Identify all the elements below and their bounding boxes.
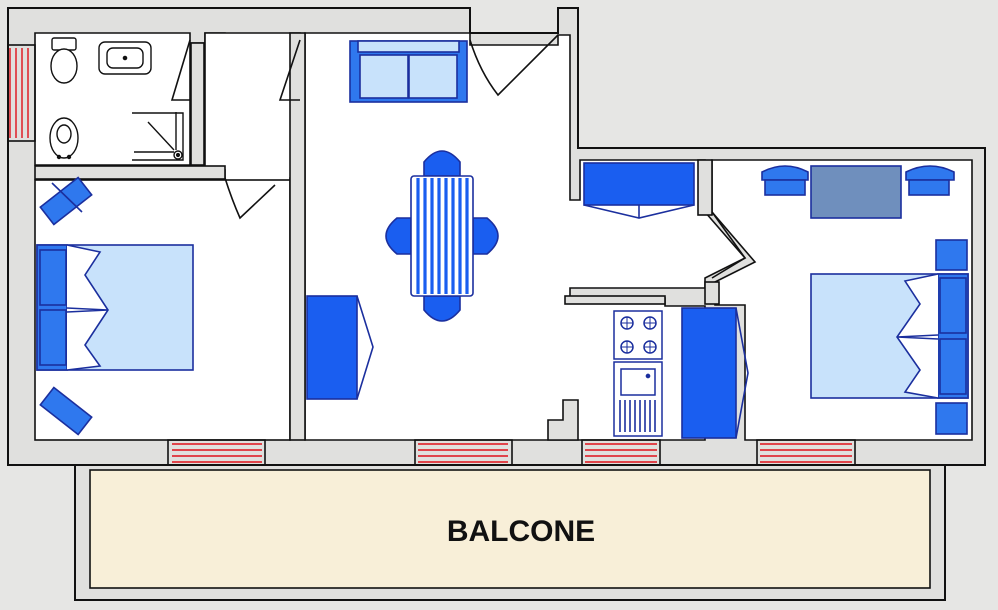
- toilet-icon: [50, 37, 78, 84]
- chair-bottom-icon: [423, 295, 461, 322]
- bed-right-icon: [810, 273, 969, 399]
- window-bathroom: [9, 48, 29, 138]
- chair-right-icon: [472, 217, 499, 255]
- bed-left-icon: [36, 244, 194, 371]
- wall-kitchen-bed: [697, 159, 713, 216]
- wall-bath-hall: [190, 42, 205, 166]
- nightstand-left-bottom-icon: [39, 386, 93, 436]
- kitchen-cabinet-icon: [583, 162, 695, 219]
- windows: [9, 48, 852, 463]
- balcony: BALCONE: [74, 464, 946, 601]
- dining-table-icon: [385, 150, 499, 322]
- wall-stair-step: [547, 399, 579, 441]
- nightstand-right-top-icon: [935, 239, 968, 271]
- door-bath: [170, 39, 191, 101]
- shower-icon: [132, 112, 184, 161]
- balcony-floor: [89, 469, 931, 589]
- sofa-icon: [349, 40, 468, 103]
- nightstand-right-bottom-icon: [935, 402, 968, 435]
- nightstand-left-top-icon: [39, 176, 93, 226]
- wall-hall-bed: [34, 165, 226, 180]
- chair-left-icon: [385, 217, 412, 255]
- desk-icon: [810, 165, 902, 219]
- door-bedroom-right: [711, 211, 747, 279]
- window-bedroom-right: [760, 443, 852, 463]
- window-bedroom-left: [172, 443, 262, 463]
- kitchen-sink-icon: [613, 361, 663, 437]
- wardrobe-right-icon: [681, 307, 749, 439]
- wall-kitchen-bed-lower: [704, 281, 720, 305]
- desk-chair-right-icon: [905, 165, 955, 196]
- door-hall-top: [278, 39, 301, 101]
- wall-kitchen-shelf: [564, 295, 666, 305]
- balcony-label: BALCONE: [447, 515, 595, 548]
- window-kitchen: [585, 443, 657, 463]
- chair-top-icon: [423, 150, 461, 177]
- door-bedroom-left: [224, 177, 276, 220]
- bathroom-fixtures: [49, 37, 184, 161]
- wall-hall-living: [289, 32, 306, 441]
- door-swings: [170, 34, 747, 279]
- wardrobe-living-icon: [306, 295, 374, 400]
- interior-walls: [34, 32, 720, 441]
- bidet-icon: [49, 117, 79, 160]
- door-entry: [469, 34, 559, 97]
- desk-chair-left-icon: [761, 165, 809, 196]
- stove-icon: [613, 310, 663, 360]
- sink-icon: [98, 41, 152, 75]
- window-living: [418, 443, 508, 463]
- window-frames: [7, 44, 856, 466]
